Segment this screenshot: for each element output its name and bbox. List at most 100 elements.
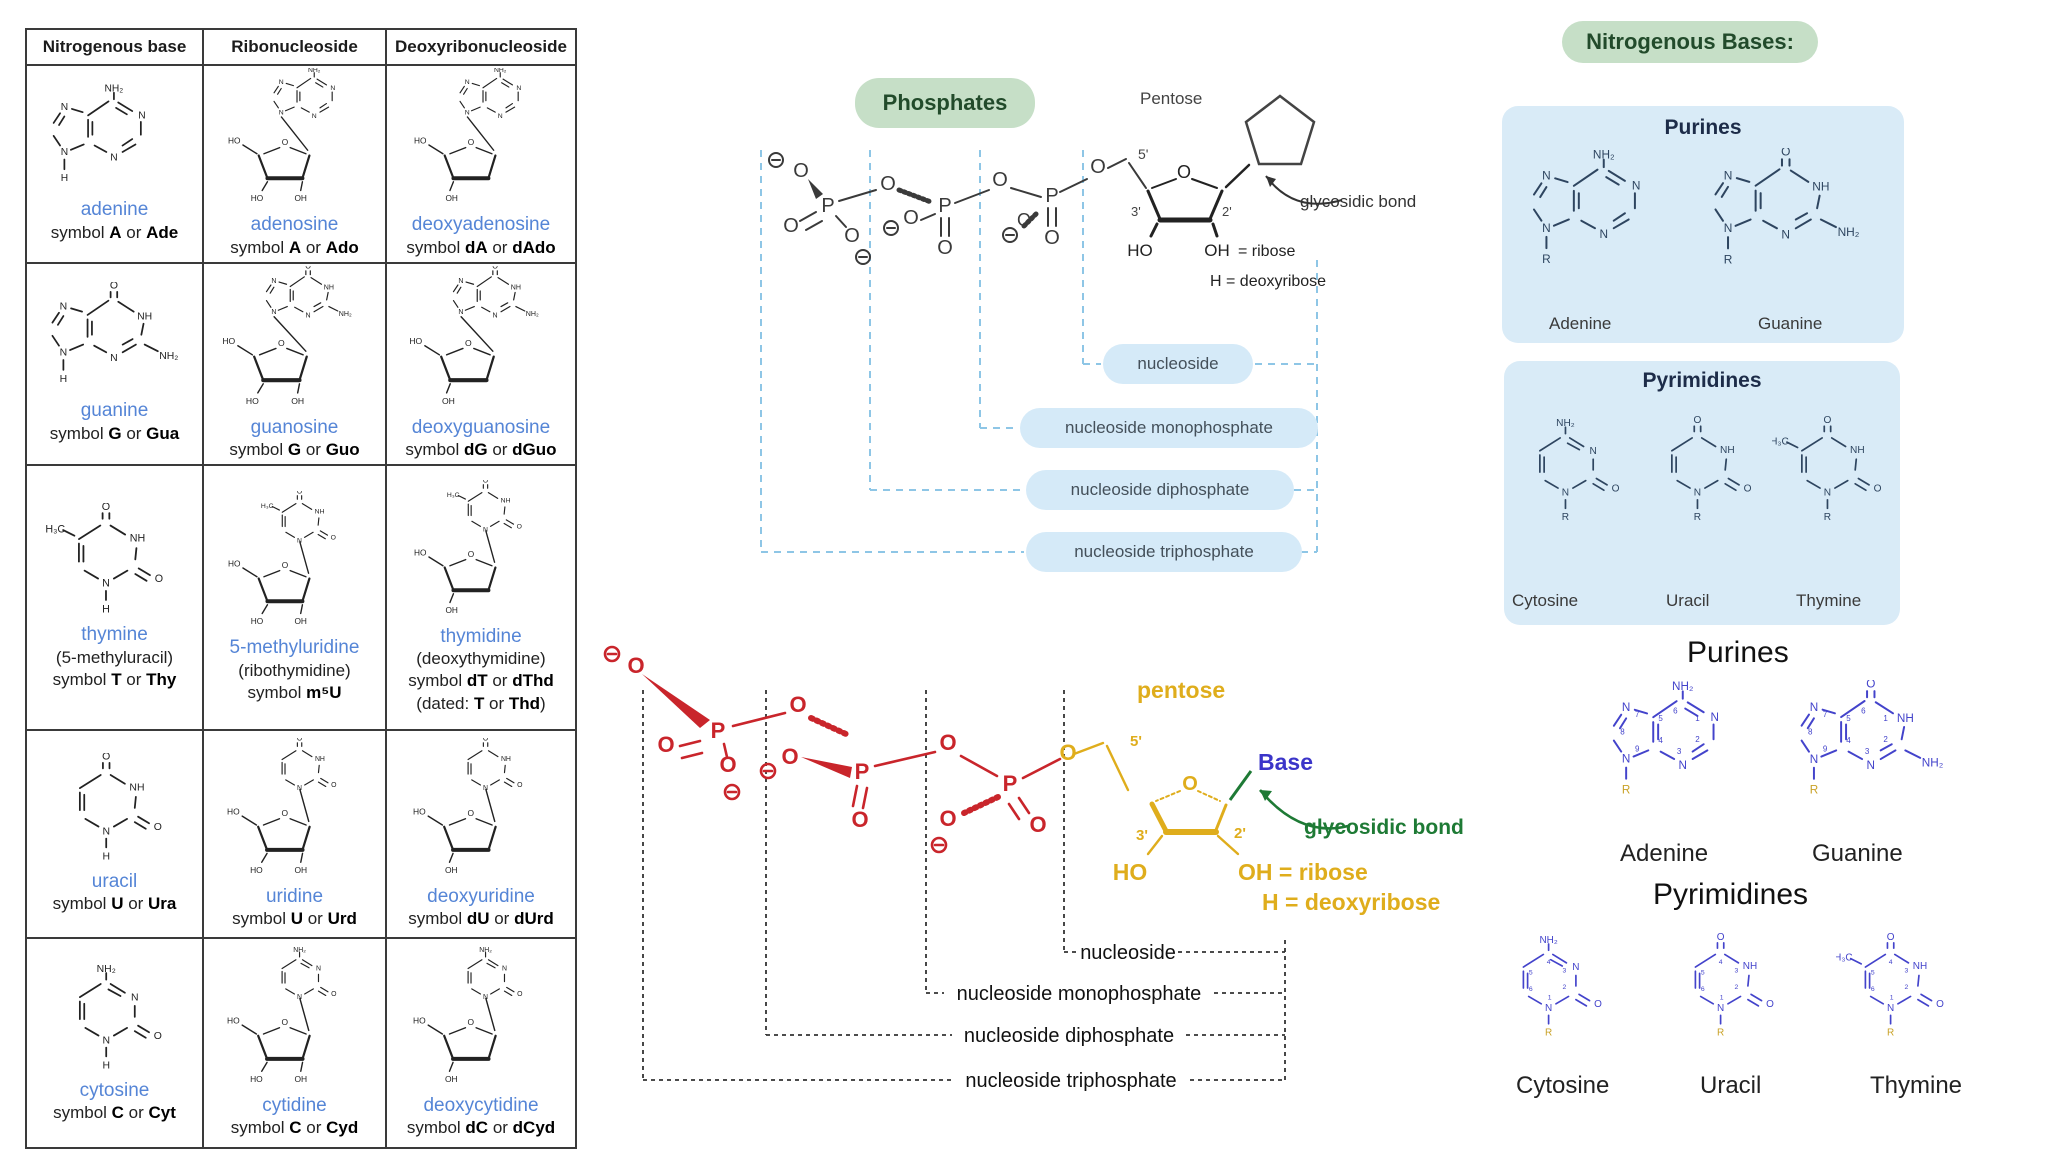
table-header-row: Nitrogenous base Ribonucleoside Deoxyrib… bbox=[25, 28, 577, 66]
two-prime-label: 2' bbox=[1222, 204, 1232, 219]
compound-name: adenine bbox=[80, 199, 149, 220]
numbered-structure-adenine: R bbox=[1612, 680, 1720, 796]
header-deoxyribonucleoside: Deoxyribonucleoside bbox=[385, 28, 577, 66]
compound-symbol: symbol C or Cyd bbox=[230, 1118, 359, 1138]
svg-text:O: O bbox=[844, 225, 860, 247]
compound-name: deoxyuridine bbox=[427, 885, 535, 907]
ho-yellow: HO bbox=[1113, 859, 1148, 885]
structure-cytidine bbox=[224, 945, 338, 1086]
svg-text:O: O bbox=[939, 806, 956, 831]
compound-name: uridine bbox=[265, 885, 324, 907]
phosphate-chain-bonds bbox=[768, 152, 1147, 265]
panel-structure-guanine: R bbox=[1714, 148, 1861, 266]
cell-thymine: H thymine (5-methyluracil) symbol T or T… bbox=[25, 464, 204, 732]
svg-text:O: O bbox=[939, 730, 956, 755]
label-nucleoside: nucleoside bbox=[1080, 942, 1176, 964]
svg-text:P: P bbox=[938, 195, 951, 217]
numbered-pyrimidines-title: Pyrimidines bbox=[1653, 878, 1809, 911]
cell-cytidine: cytidine symbol C or Cyd bbox=[202, 937, 387, 1150]
compound-altname: (ribothymidine) bbox=[238, 660, 351, 680]
pentose-atoms-yellow: O 5' 3' 2' O HO OH = ribose H = deoxyrib… bbox=[1059, 733, 1440, 915]
pill-nucleoside-monophosphate: nucleoside monophosphate bbox=[1020, 408, 1318, 448]
compound-name: deoxyadenosine bbox=[411, 214, 551, 235]
structure-deoxyguanosine bbox=[404, 262, 540, 411]
compound-name: thymine bbox=[81, 624, 148, 646]
svg-text:H: H bbox=[102, 1060, 110, 1071]
svg-text:O: O bbox=[719, 752, 736, 777]
compound-symbol: symbol dC or dCyd bbox=[406, 1118, 556, 1138]
phosphates-badge-label: Phosphates bbox=[882, 90, 1008, 115]
glycosidic-bond-line bbox=[1228, 770, 1253, 801]
structure-adenosine bbox=[225, 66, 336, 205]
pyrimidines-panel-title: Pyrimidines bbox=[1642, 369, 1762, 392]
svg-text:H: H bbox=[59, 374, 67, 385]
svg-text:R: R bbox=[1824, 512, 1831, 523]
compound-symbol: symbol dT or dThd bbox=[408, 671, 554, 691]
pentose-label: Pentose bbox=[1140, 89, 1202, 108]
structure-cytosine: H bbox=[78, 962, 163, 1071]
bracket-dashed-lines bbox=[760, 150, 1318, 553]
pill-nucleoside: nucleoside bbox=[1103, 344, 1253, 384]
svg-text:O: O bbox=[851, 807, 868, 832]
pill-nucleoside-diphosphate: nucleoside diphosphate bbox=[1026, 470, 1294, 510]
panel-label-guanine: Guanine bbox=[1758, 314, 1823, 333]
compound-name: adenosine bbox=[250, 214, 339, 235]
cell-guanine: H guanine symbol G or Gua bbox=[25, 261, 204, 467]
nitrogenous-bases-badge: Nitrogenous Bases: bbox=[1562, 21, 1818, 63]
glycosidic-arrowhead-green bbox=[1260, 790, 1272, 801]
svg-text:O: O bbox=[1177, 162, 1191, 182]
svg-text:H: H bbox=[102, 604, 110, 616]
cell-cytosine: H cytosine symbol C or Cyt bbox=[25, 937, 204, 1150]
structure-thymidine bbox=[411, 476, 523, 617]
eq-ribose-yellow: OH = ribose bbox=[1238, 859, 1368, 885]
ho-label: HO bbox=[1127, 241, 1153, 260]
cell-uridine: uridine symbol U or Urd bbox=[202, 729, 387, 940]
phosphates-badge: Phosphates bbox=[855, 78, 1035, 128]
svg-text:O: O bbox=[793, 160, 809, 182]
svg-text:O: O bbox=[1044, 227, 1060, 249]
pill-monophosphate-label: nucleoside monophosphate bbox=[1065, 418, 1273, 437]
compound-symbol: symbol m⁵U bbox=[247, 682, 342, 702]
label-nucleoside-triphosphate: nucleoside triphosphate bbox=[965, 1070, 1176, 1092]
compound-symbol: symbol U or Urd bbox=[232, 909, 357, 929]
header-ribonucleoside: Ribonucleoside bbox=[202, 28, 387, 66]
pentose-atoms: O 5' 3' 2' HO OH = ribose H = deoxyribos… bbox=[1127, 146, 1326, 290]
nucleotide-table: Nitrogenous base Ribonucleoside Deoxyrib… bbox=[25, 28, 577, 1150]
purines-panel: Purines R R Adenine Guanine bbox=[1502, 106, 1904, 343]
pentose-ring-yellow bbox=[1072, 741, 1240, 856]
header-nitrogenous-base: Nitrogenous base bbox=[25, 28, 204, 66]
compound-name: guanine bbox=[80, 400, 149, 422]
numbered-structure-uracil: R bbox=[1694, 930, 1775, 1038]
structure-uridine bbox=[224, 734, 338, 877]
table-row-guanine: H guanine symbol G or Gua guanosine symb… bbox=[25, 261, 577, 467]
cell-deoxyadenosine: deoxyadenosine symbol dA or dAdo bbox=[385, 64, 577, 264]
svg-text:O: O bbox=[627, 653, 644, 678]
eq-deoxyribose-label: H = deoxyribose bbox=[1210, 273, 1326, 290]
svg-text:O: O bbox=[1059, 740, 1076, 765]
numbered-label-guanine: Guanine bbox=[1812, 840, 1903, 867]
compound-symbol: symbol A or Ado bbox=[230, 237, 359, 257]
compound-name: thymidine bbox=[440, 625, 522, 647]
compound-symbol: symbol G or Gua bbox=[49, 423, 180, 443]
numbered-structure-guanine: R bbox=[1800, 680, 1945, 797]
svg-text:R: R bbox=[1724, 252, 1733, 266]
label-nucleoside-monophosphate: nucleoside monophosphate bbox=[957, 983, 1202, 1005]
svg-text:O: O bbox=[880, 173, 896, 195]
compound-symbol: symbol C or Cyt bbox=[53, 1103, 176, 1123]
eq-ribose-label: = ribose bbox=[1238, 243, 1295, 260]
svg-text:P: P bbox=[1003, 771, 1018, 796]
svg-text:O: O bbox=[781, 744, 798, 769]
table-row-adenine: H adenine symbol A or Ade adenosine symb… bbox=[25, 64, 577, 264]
three-prime-yellow: 3' bbox=[1136, 827, 1148, 844]
panel-structure-uracil: R bbox=[1671, 414, 1753, 523]
panel-label-uracil: Uracil bbox=[1666, 591, 1710, 610]
svg-text:O: O bbox=[992, 169, 1008, 191]
structure-deoxyuridine bbox=[411, 734, 524, 877]
panel-structure-adenine: R bbox=[1532, 148, 1642, 266]
panel-structure-thymine: R bbox=[1772, 414, 1883, 523]
compound-name: uracil bbox=[91, 870, 138, 892]
label-nucleoside-diphosphate: nucleoside diphosphate bbox=[964, 1025, 1174, 1047]
table-row-thymine: H thymine (5-methyluracil) symbol T or T… bbox=[25, 464, 577, 732]
